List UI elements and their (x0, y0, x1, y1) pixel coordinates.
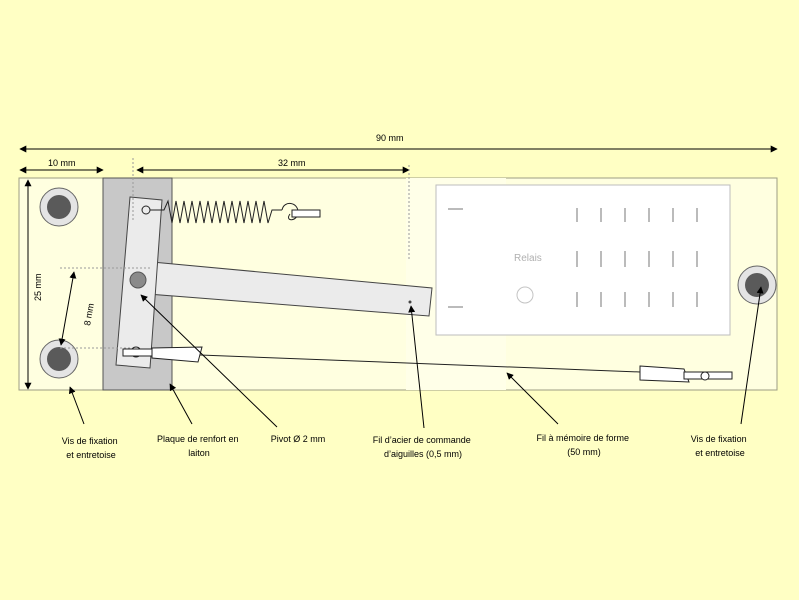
right-screw (737, 265, 777, 305)
shape-memory-wire (122, 346, 733, 383)
callout-arrows (68, 286, 764, 429)
relay-hole (516, 286, 534, 304)
relay: Relais (406, 178, 731, 390)
callout-steel-wire: Fil d’acier de commande d’aiguilles (0,5… (373, 435, 474, 459)
left-bottom-screw (39, 339, 79, 379)
dim-left-margin: 10 mm (48, 158, 76, 168)
relay-body (435, 184, 731, 336)
callout-pivot: Pivot Ø 2 mm (271, 434, 326, 444)
callout-left-screw: Vis de fixation et entretoise (62, 436, 120, 460)
left-top-screw (39, 187, 79, 227)
callout-sma-wire: Fil à mémoire de forme (50 mm) (536, 433, 631, 457)
callout-right-screw: Vis de fixation et entretoise (691, 434, 749, 458)
dimension-lines (19, 145, 778, 390)
return-spring (141, 199, 321, 224)
dim-arm-span: 32 mm (278, 158, 306, 168)
callout-brass-plate: Plaque de renfort en laiton (157, 434, 241, 458)
pivot-pin (129, 271, 147, 289)
dim-height: 25 mm (33, 273, 43, 301)
dim-screw-gap: 8 mm (82, 302, 96, 326)
relay-label: Relais (514, 253, 542, 264)
dim-total: 90 mm (376, 133, 404, 143)
